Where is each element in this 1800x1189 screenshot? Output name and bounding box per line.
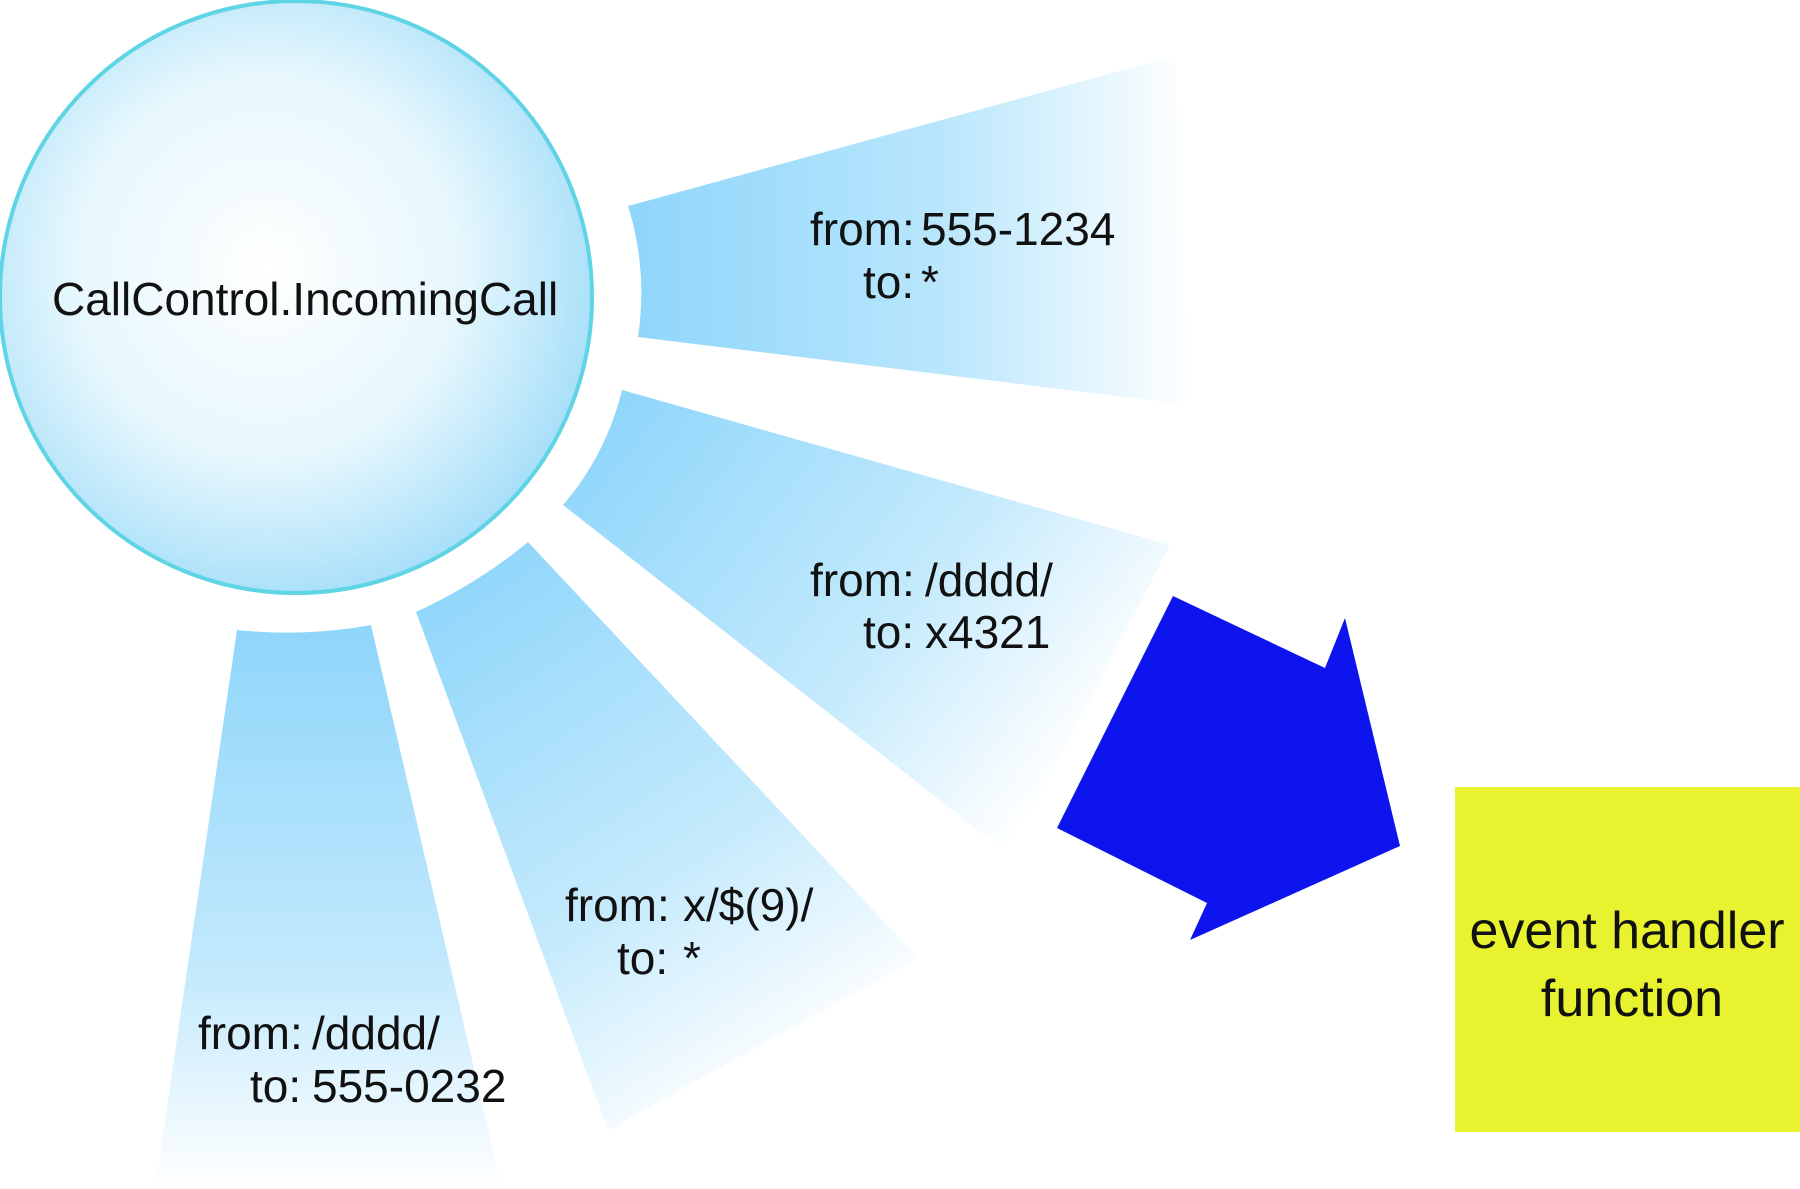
rule-4-to-value: 555-0232 (312, 1060, 506, 1112)
event-handler-box (1455, 787, 1800, 1132)
dispatch-arrow-icon (1057, 596, 1400, 940)
rule-4-to-prefix: to: (250, 1060, 301, 1112)
rule-3-from-prefix: from: (565, 879, 670, 931)
rule-4-from-value: /dddd/ (312, 1007, 440, 1059)
rule-1-to-prefix: to: (863, 256, 914, 308)
rule-3-to-value: * (683, 932, 701, 984)
rule-4-from-prefix: from: (198, 1007, 303, 1059)
rule-3-from-value: x/$(9)/ (683, 879, 814, 931)
rule-1-from-value: 555-1234 (921, 203, 1115, 255)
rule-1-to-value: * (921, 256, 939, 308)
ray-rule-2 (563, 390, 1170, 855)
rule-2-from-value: /dddd/ (925, 554, 1053, 606)
event-handler-label-line2: function (1541, 970, 1723, 1028)
rule-2-to-prefix: to: (863, 606, 914, 658)
rule-3-to-prefix: to: (617, 932, 668, 984)
event-source-circle (0, 0, 594, 595)
ray-rule-4 (155, 625, 502, 1189)
event-source-label: CallControl.IncomingCall (52, 273, 558, 325)
event-handler-label-line1: event handler (1469, 902, 1784, 960)
rule-2-from-prefix: from: (810, 554, 915, 606)
rule-2-to-value: x4321 (925, 606, 1050, 658)
ray-rule-1 (628, 56, 1190, 405)
ray-rule-3 (416, 542, 918, 1130)
rule-1-from-prefix: from: (810, 203, 915, 255)
